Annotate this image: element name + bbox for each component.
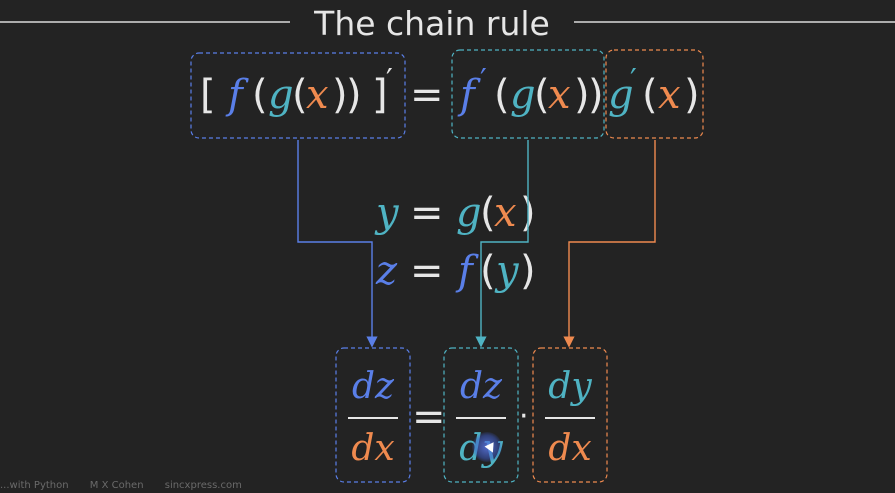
term1-open2: ( bbox=[534, 72, 550, 118]
footer-right: sincxpress.com bbox=[164, 480, 242, 491]
top-lhs-expression: [ f ( g ( x ) ) ] ′ bbox=[200, 63, 393, 118]
lhs-box bbox=[190, 52, 406, 139]
lhs-close1: ) bbox=[346, 72, 362, 118]
definition-line-2: z = f ( y ) bbox=[375, 248, 536, 294]
top-term1-expression: f ′ ( g ( x ) ) bbox=[457, 63, 604, 118]
lhs-open1: ( bbox=[252, 72, 268, 118]
term1-x: x bbox=[548, 72, 571, 118]
def1-open: ( bbox=[480, 190, 496, 236]
connector-fprime-to-dzdy bbox=[475, 140, 529, 348]
fraction-dz-dx: dz dx bbox=[348, 366, 398, 469]
def1-x: x bbox=[494, 190, 517, 236]
cursor-highlight bbox=[472, 432, 502, 462]
def2-close: ) bbox=[520, 248, 536, 294]
def2-y: y bbox=[494, 248, 520, 294]
lhs-prime: ′ bbox=[386, 63, 393, 98]
def1-g: g bbox=[456, 190, 482, 236]
lhs-g: g bbox=[268, 72, 294, 118]
def2-equals: = bbox=[410, 248, 444, 294]
term1-close1: ) bbox=[588, 72, 604, 118]
lhs-close2: ) bbox=[332, 72, 348, 118]
term2-close: ) bbox=[684, 72, 700, 118]
slide-footer: ...with Python M X Cohen sincxpress.com bbox=[0, 480, 260, 491]
frac2-numerator: dz bbox=[460, 366, 503, 407]
definition-line-1: y = g ( x ) bbox=[374, 190, 536, 236]
def1-equals: = bbox=[410, 190, 444, 236]
term1-open1: ( bbox=[494, 72, 510, 118]
bottom-dot: · bbox=[519, 399, 529, 434]
footer-middle: M X Cohen bbox=[89, 480, 144, 491]
term1-f: f bbox=[457, 72, 481, 118]
dzdy-box bbox=[443, 347, 519, 483]
frac1-numerator: dz bbox=[352, 366, 395, 407]
fraction-dz-dy: dz dy bbox=[456, 366, 506, 469]
fprime-box bbox=[451, 49, 605, 139]
def2-z: z bbox=[375, 248, 398, 294]
top-term2-expression: g ′ ( x ) bbox=[608, 63, 700, 118]
term1-close2: ) bbox=[574, 72, 590, 118]
def2-f: f bbox=[455, 248, 479, 294]
term2-prime: ′ bbox=[630, 63, 637, 98]
term2-open: ( bbox=[642, 72, 658, 118]
close-bracket: ] bbox=[372, 72, 388, 118]
dzdx-box bbox=[335, 347, 411, 483]
slide-title: The chain rule bbox=[313, 4, 550, 43]
gprime-box bbox=[605, 49, 704, 139]
bottom-equals: = bbox=[412, 394, 446, 440]
def1-y: y bbox=[374, 190, 400, 236]
footer-left: ...with Python bbox=[0, 480, 69, 491]
term1-prime: ′ bbox=[480, 63, 487, 98]
fraction-dy-dx: dy dx bbox=[545, 366, 595, 469]
frac3-numerator: dy bbox=[548, 366, 592, 407]
lhs-x: x bbox=[306, 72, 329, 118]
lhs-open2: ( bbox=[292, 72, 308, 118]
term2-x: x bbox=[658, 72, 681, 118]
connector-lhs-to-dzdx bbox=[297, 140, 378, 348]
frac1-denominator: dx bbox=[351, 428, 394, 469]
frac3-denominator: dx bbox=[548, 428, 591, 469]
term1-g: g bbox=[510, 72, 536, 118]
term2-g: g bbox=[608, 72, 634, 118]
open-bracket: [ bbox=[200, 72, 216, 118]
dydx-box bbox=[532, 347, 608, 483]
top-equals: = bbox=[410, 72, 444, 118]
connector-gprime-to-dydx bbox=[563, 140, 656, 348]
def2-open: ( bbox=[480, 248, 496, 294]
lhs-f: f bbox=[225, 72, 249, 118]
